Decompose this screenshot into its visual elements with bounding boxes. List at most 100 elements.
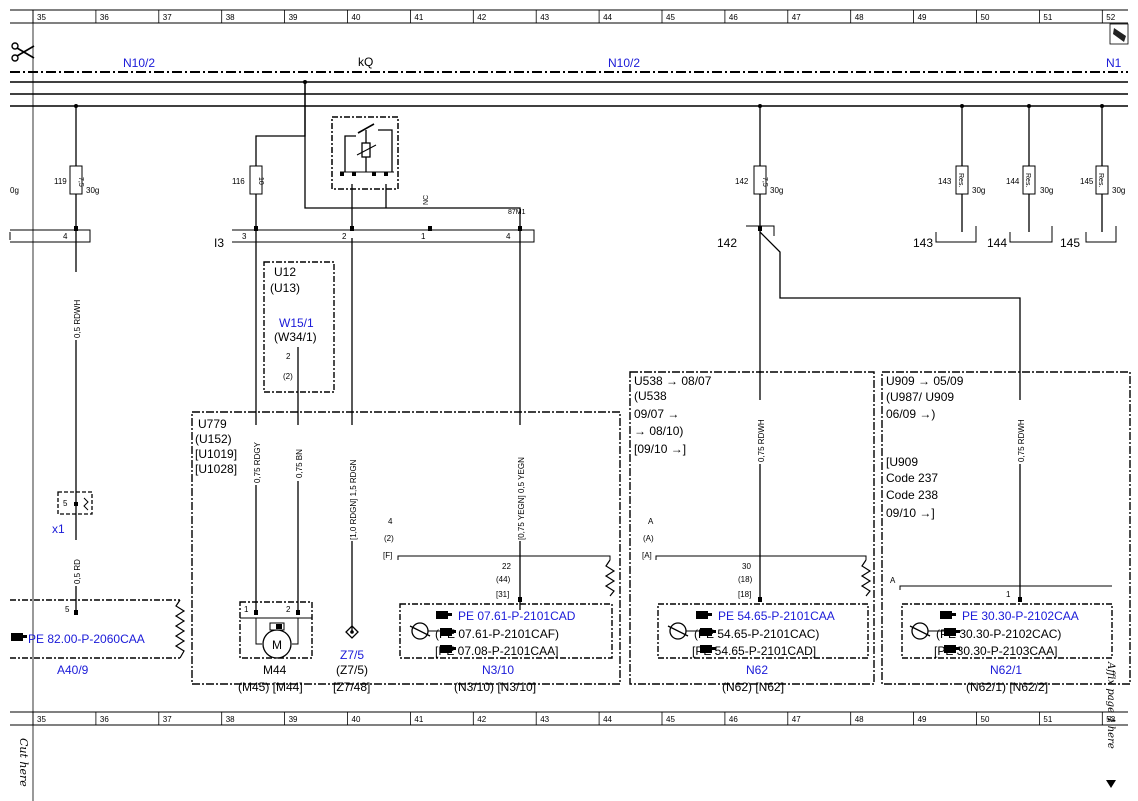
- pointing-hand-icon: [440, 645, 456, 653]
- ruler-column-label: 35: [37, 13, 46, 22]
- n3-10-pin-f: [31]: [496, 590, 509, 599]
- n62-ref-1: PE 54.65-P-2101CAA: [718, 609, 835, 623]
- n62-pin-d: 30: [742, 562, 751, 571]
- connector-pin-3: 3: [242, 232, 247, 241]
- ruler-column-label: 49: [918, 13, 927, 22]
- ruler-column-label: 46: [729, 715, 738, 724]
- ruler-column-label: 37: [163, 715, 172, 724]
- n62-pin-a: A: [648, 517, 654, 526]
- wire-label-bg: [70, 272, 1026, 586]
- n62-1-name: N62/1: [990, 663, 1022, 677]
- connector-pin-1: 1: [421, 232, 426, 241]
- z7-5-alt-1: (Z7/5): [336, 663, 368, 677]
- fuse-143: Res. 143 30g: [938, 165, 985, 195]
- component-m44: [239, 601, 313, 659]
- n3-10-pin-b: (2): [384, 534, 394, 543]
- n62-1-pin-d: 1: [1006, 590, 1011, 599]
- m44-pin-1: 1: [244, 605, 249, 614]
- n3-10-alt: (N3/10) [N3/10]: [454, 680, 536, 694]
- ruler-column-label: 51: [1043, 13, 1052, 22]
- ruler-column-label: 47: [792, 13, 801, 22]
- wire-label-w4: 0,75 BN: [295, 449, 304, 478]
- rail-label-142: 142: [717, 236, 737, 250]
- n3-10-ref-1: PE 07.61-P-2101CAD: [458, 609, 576, 623]
- ruler-column-label: 40: [352, 715, 361, 724]
- ruler-column-label: 48: [855, 715, 864, 724]
- fuse-145-cond: 30g: [1112, 186, 1125, 195]
- pointing-hand-icon: [696, 611, 712, 619]
- fuse-144: Res. 144 30g: [1006, 165, 1053, 195]
- pointing-hand-icon: [440, 628, 456, 636]
- wire-label-w5: [1,0 RDGN] 1,5 RDGN: [349, 459, 358, 540]
- fuse-119-rating: 7,5: [77, 177, 84, 187]
- fuse-143-cond: 30g: [972, 186, 985, 195]
- connector-87m1: 87M1: [508, 209, 526, 216]
- cut-here-label: Cut here: [17, 738, 30, 787]
- n62-name: N62: [746, 663, 768, 677]
- w15-pin-alt: (2): [283, 372, 293, 381]
- u538-line-3: 09/07 →: [634, 407, 679, 421]
- ruler-column-label: 38: [226, 13, 235, 22]
- u779-line-3: [U1019]: [195, 447, 237, 461]
- u779-line-4: [U1028]: [195, 462, 237, 476]
- n62-pin-b: (A): [643, 534, 654, 543]
- z7-5-name: Z7/5: [340, 648, 364, 662]
- u538-line-5: [09/10 →]: [634, 442, 686, 456]
- n3-10-pin-d: 22: [502, 562, 511, 571]
- n62-1-ref-1: PE 30.30-P-2102CAA: [962, 609, 1079, 623]
- ruler-column-label: 41: [414, 715, 423, 724]
- bus-label-n10-edge: N1: [1106, 56, 1122, 70]
- wire-label-w1: 0,5 RDWH: [73, 300, 82, 338]
- component-z7-5: [345, 625, 359, 639]
- u538-line-1: U538 → 08/07: [634, 374, 712, 388]
- n62-pin-e: (18): [738, 575, 753, 584]
- fuse-143-rating: Res.: [957, 173, 964, 187]
- ruler-column-label: 45: [666, 715, 675, 724]
- fuse-116: 10 116: [232, 165, 264, 195]
- fuse-144-rating: Res.: [1024, 173, 1031, 187]
- ruler-column-label: 51: [1043, 715, 1052, 724]
- ruler-column-label: 45: [666, 13, 675, 22]
- component-n62-1: [899, 585, 1113, 659]
- m44-alt: (M45) [M44]: [238, 680, 303, 694]
- connector-pin-4b: 4: [506, 232, 511, 241]
- ruler-column-label: 39: [289, 715, 298, 724]
- ruler-column-label: 43: [540, 13, 549, 22]
- u909-line-6: Code 237: [886, 471, 938, 485]
- ruler-column-label: 38: [226, 715, 235, 724]
- pointing-hand-icon: [11, 633, 27, 641]
- ruler-column-label: 47: [792, 715, 801, 724]
- u779-box: [191, 411, 621, 685]
- ruler-column-label: 36: [100, 715, 109, 724]
- n3-10-pin-a: 4: [388, 517, 393, 526]
- m44-pin-2: 2: [286, 605, 291, 614]
- pointing-hand-icon: [944, 645, 960, 653]
- connector-rail: [9, 225, 1117, 243]
- a40-pin-5b: 5: [65, 605, 70, 614]
- fuse-116-number: 116: [232, 177, 245, 186]
- ruler-column-label: 50: [981, 715, 990, 724]
- fuse-left-cond: 0g: [10, 186, 19, 195]
- u12-line-1: U12: [274, 265, 296, 279]
- u909-line-8: 09/10 →]: [886, 506, 935, 520]
- wire-label-w7: 0,75 RDWH: [757, 419, 766, 462]
- bus-label-n10-2-left: N10/2: [123, 56, 155, 70]
- fuse-145-number: 145: [1080, 177, 1094, 186]
- n3-10-pin-e: (44): [496, 575, 511, 584]
- ruler-column-label: 52: [1106, 715, 1115, 724]
- component-n3-10: [397, 555, 616, 659]
- n3-10-pin-c: [F]: [383, 551, 392, 560]
- ruler-column-label: 52: [1106, 13, 1115, 22]
- u909-line-2: (U987/ U909: [886, 390, 954, 404]
- scissors-icon: [11, 42, 35, 62]
- fuse-144-cond: 30g: [1040, 186, 1053, 195]
- pointing-hand-icon: [940, 611, 956, 619]
- junction-dots: [74, 80, 1104, 108]
- connector-pin-2: 2: [342, 232, 347, 241]
- u12-box: [263, 261, 335, 393]
- fuse-142-rating: 7,5: [761, 177, 768, 187]
- a40-ref-text: PE 82.00-P-2060CAA: [28, 632, 145, 646]
- a40-x1: x1: [52, 522, 65, 536]
- n62-alt: (N62) [N62]: [722, 680, 784, 694]
